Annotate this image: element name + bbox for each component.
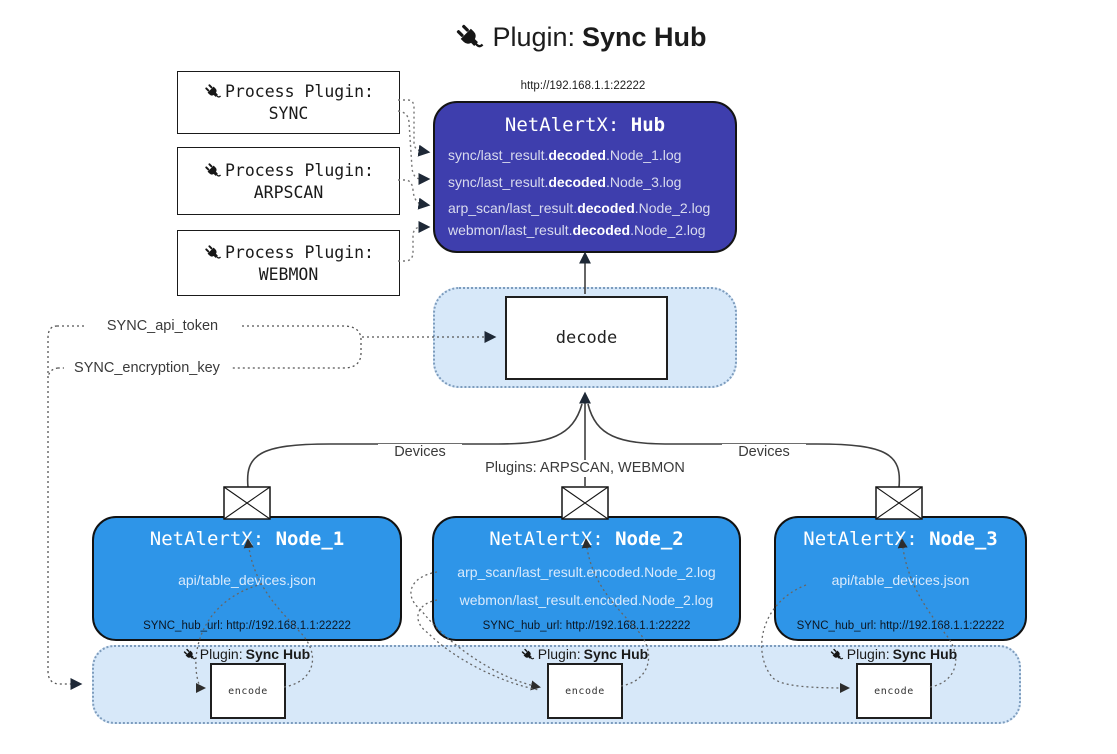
process-plugin-label-row: Process Plugin:	[203, 243, 374, 262]
process-plugin-label-row: Process Plugin:	[203, 82, 374, 101]
plug-icon	[830, 648, 844, 659]
devices-label-right: Devices	[722, 444, 806, 461]
node-title-prefix: NetAlertX:	[803, 528, 930, 550]
node-file: api/table_devices.json	[178, 572, 316, 588]
hub-log-line: sync/last_result.decoded.Node_3.log	[448, 174, 731, 190]
log-pre: sync/last_result.	[448, 174, 549, 190]
log-pre: arp_scan/last_result.	[448, 200, 578, 216]
hub-log-line: webmon/last_result.decoded.Node_2.log	[448, 222, 731, 238]
encode-box: encode	[210, 663, 286, 719]
encoder-label-name: Sync Hub	[892, 646, 958, 662]
log-post: .Node_2.log	[630, 222, 706, 238]
node-box-node1: NetAlertX: Node_1 api/table_devices.json…	[92, 516, 402, 641]
encoder-label: Plugin: Sync Hub	[504, 646, 664, 662]
node-file: api/table_devices.json	[831, 572, 970, 588]
encoder-label: Plugin: Sync Hub	[813, 646, 973, 662]
node-file: arp_scan/last_result.encoded.Node_2.log	[457, 564, 716, 580]
node-title: NetAlertX: Node_3	[776, 528, 1025, 550]
process-plugin-label-row: Process Plugin:	[203, 161, 374, 180]
process-plugin-name: WEBMON	[258, 264, 319, 284]
encoder-label-prefix: Plugin:	[537, 646, 581, 662]
hub-log-line: sync/last_result.decoded.Node_1.log	[448, 147, 731, 163]
envelope-icons	[223, 486, 923, 520]
log-bold: decoded	[548, 174, 606, 190]
plug-icon	[183, 648, 197, 659]
process-plugin-label: Process Plugin:	[224, 82, 374, 101]
encoder-label-name: Sync Hub	[583, 646, 649, 662]
sync-encryption-key-label: SYNC_encryption_key	[64, 360, 230, 377]
log-bold: decoded	[548, 147, 606, 163]
encoder-label: Plugin: Sync Hub	[166, 646, 326, 662]
hub-title: NetAlertX: Hub	[435, 114, 735, 136]
process-plugin-label: Process Plugin:	[224, 160, 374, 180]
sync-api-token-label: SYNC_api_token	[85, 318, 240, 335]
token-bracket-corner	[47, 367, 59, 379]
log-post: .Node_1.log	[605, 147, 682, 163]
process-to-hub-connectors	[397, 99, 431, 262]
log-post: .Node_2.log	[634, 200, 711, 216]
encoder-label-prefix: Plugin:	[846, 646, 890, 662]
decode-box: decode	[505, 296, 668, 380]
node-title-name: Node_1	[275, 528, 345, 550]
node-title-name: Node_2	[615, 528, 684, 550]
log-pre: webmon/last_result.	[448, 222, 573, 238]
envelope-icon	[875, 486, 923, 520]
edge-sync-to-hub-line2	[397, 110, 431, 185]
encode-label: encode	[874, 685, 914, 697]
title-prefix: Plugin:	[492, 21, 576, 52]
node-title-prefix: NetAlertX:	[149, 528, 276, 550]
process-plugin-box-arpscan: Process Plugin: ARPSCAN	[177, 147, 400, 215]
encode-box: encode	[856, 663, 932, 719]
hub-title-name: Hub	[630, 114, 666, 136]
hub-title-prefix: NetAlertX:	[504, 114, 631, 136]
plug-icon	[205, 162, 222, 177]
node-title: NetAlertX: Node_2	[434, 528, 739, 550]
devices-label-left: Devices	[378, 444, 462, 461]
edge-webmon-to-hub	[398, 221, 431, 262]
hub-box: NetAlertX: Hub sync/last_result.decoded.…	[433, 101, 737, 253]
log-bold: decoded	[577, 200, 635, 216]
log-pre: sync/last_result.	[448, 147, 549, 163]
log-post: .Node_3.log	[605, 174, 682, 190]
envelope-icon	[561, 486, 609, 520]
node-title-prefix: NetAlertX:	[489, 528, 616, 550]
plug-icon	[205, 244, 222, 259]
node-title-name: Node_3	[929, 528, 998, 550]
log-bold: decoded	[572, 222, 631, 238]
node-hub-url: SYNC_hub_url: http://192.168.1.1:22222	[482, 620, 691, 632]
envelope-icon	[223, 486, 271, 520]
process-plugin-box-webmon: Process Plugin: WEBMON	[177, 230, 400, 296]
encoder-label-name: Sync Hub	[245, 646, 311, 662]
node-box-node3: NetAlertX: Node_3 api/table_devices.json…	[774, 516, 1027, 641]
process-plugin-box-sync: Process Plugin: SYNC	[177, 71, 400, 134]
process-plugin-name: SYNC	[268, 104, 309, 123]
encode-box: encode	[547, 663, 623, 719]
process-plugin-label: Process Plugin:	[224, 242, 374, 262]
process-plugin-name: ARPSCAN	[253, 182, 324, 202]
page-title: Plugin: Sync Hub	[390, 16, 770, 58]
plug-icon	[205, 84, 222, 98]
plugins-edge-label: Plugins: ARPSCAN, WEBMON	[480, 460, 690, 477]
node-hub-url: SYNC_hub_url: http://192.168.1.1:22222	[143, 620, 351, 632]
node-file: webmon/last_result.encoded.Node_2.log	[459, 592, 714, 608]
plug-icon	[457, 24, 484, 48]
encode-label: encode	[565, 685, 605, 697]
node-title: NetAlertX: Node_1	[94, 528, 400, 550]
hub-url: http://192.168.1.1:22222	[520, 80, 646, 92]
edge-sync-to-hub-line1	[398, 99, 431, 157]
encode-label: encode	[228, 685, 268, 697]
node-box-node2: NetAlertX: Node_2 arp_scan/last_result.e…	[432, 516, 741, 641]
decode-label: decode	[555, 328, 618, 348]
edge-config-to-encode-bar	[47, 325, 83, 690]
title-name: Sync Hub	[582, 21, 707, 52]
encoder-label-prefix: Plugin:	[199, 646, 243, 662]
edge-arpscan-to-hub	[398, 179, 431, 210]
plug-icon	[521, 648, 535, 659]
node-hub-url: SYNC_hub_url: http://192.168.1.1:22222	[796, 620, 1005, 632]
hub-log-line: arp_scan/last_result.decoded.Node_2.log	[448, 200, 731, 216]
